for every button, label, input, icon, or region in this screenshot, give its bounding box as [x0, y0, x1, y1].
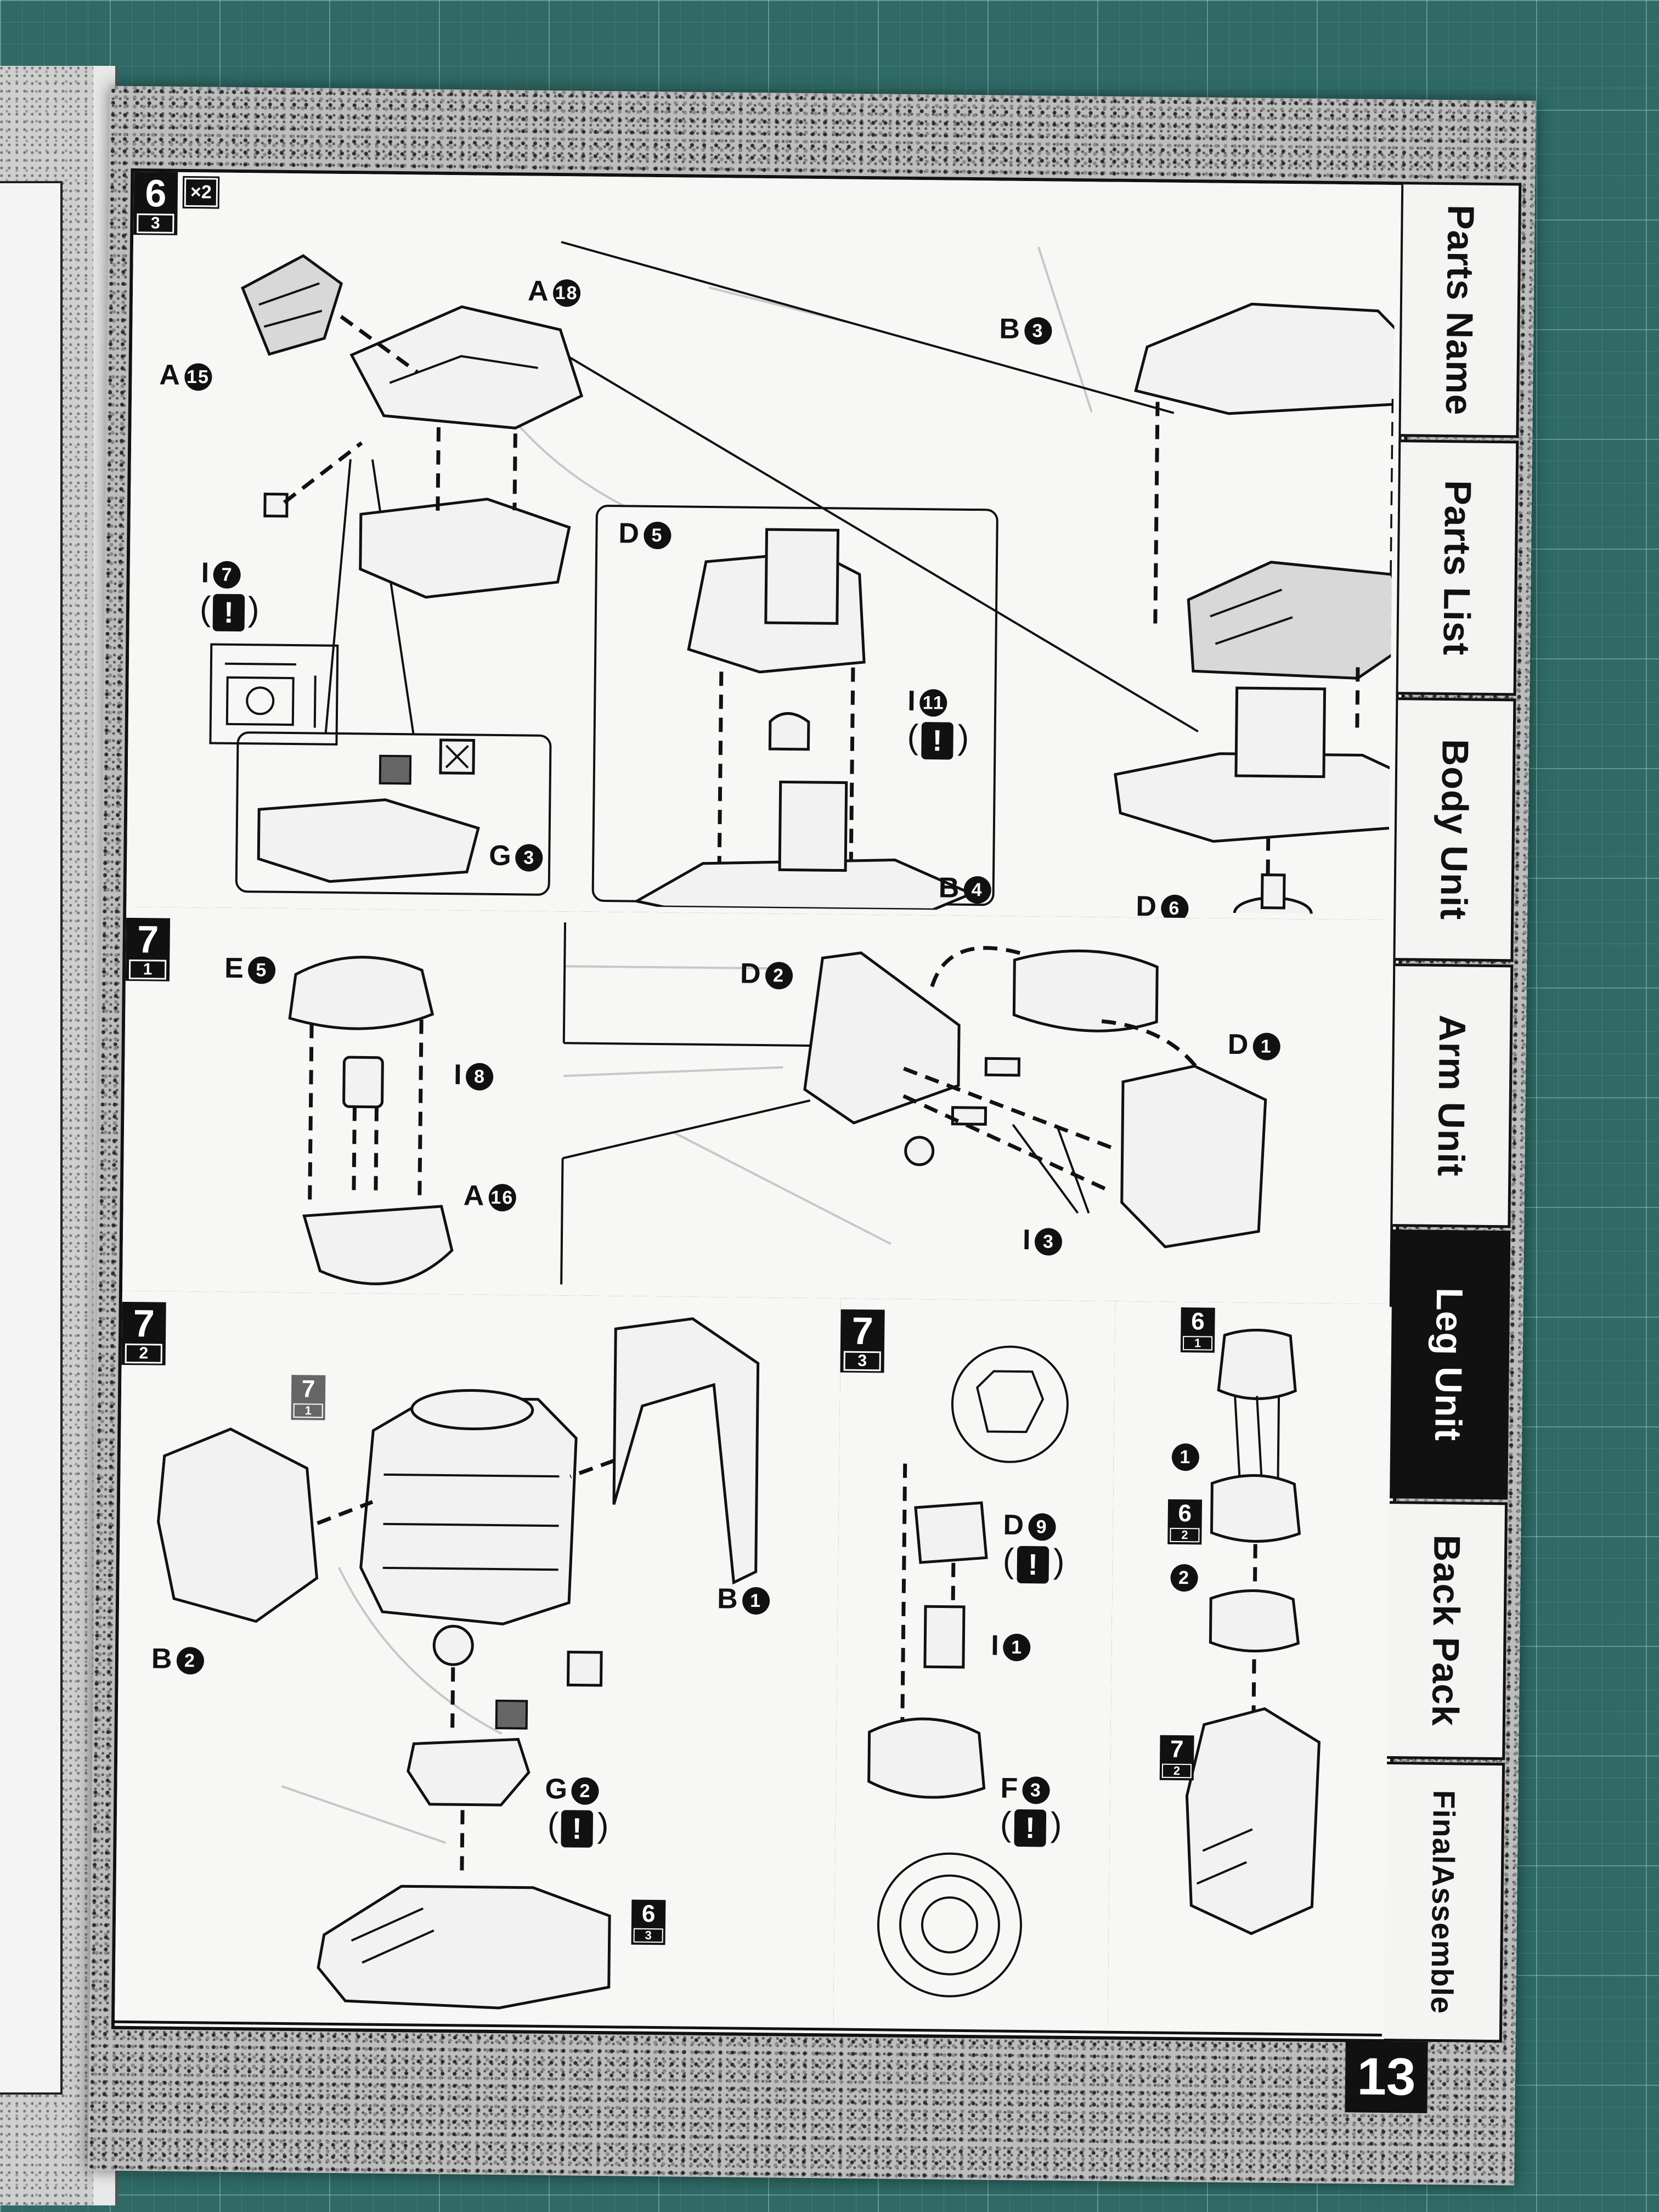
step-6-3-badge: 6 3	[133, 171, 178, 235]
part-i1	[923, 1605, 966, 1669]
step-6-3-illustration	[209, 241, 1396, 915]
step-number: 6	[145, 172, 167, 215]
part-b1	[612, 1317, 760, 1585]
part-i11	[768, 712, 810, 751]
part-a18	[349, 305, 584, 430]
part-a15	[240, 254, 343, 356]
measure-box	[209, 643, 339, 746]
part-a16	[302, 1205, 454, 1285]
section-tabs: Parts Name Parts List Body Unit Arm Unit…	[1384, 182, 1524, 2043]
leg-assembly	[1185, 1707, 1321, 1936]
detail-circle-bottom	[877, 1852, 1022, 1997]
part-b2	[157, 1427, 319, 1623]
part-knee-low	[1209, 1589, 1300, 1652]
tab-back-pack[interactable]: Back Pack	[1387, 1501, 1508, 1760]
left-page-panel	[0, 181, 63, 2095]
part-d9	[914, 1501, 988, 1564]
core-assembly	[359, 1397, 578, 1626]
tab-leg-unit[interactable]: Leg Unit	[1390, 1229, 1511, 1500]
cutter-icon	[566, 1650, 603, 1687]
part-f3	[867, 1717, 986, 1799]
part-i3-a	[984, 1057, 1021, 1077]
part-knee-top	[1217, 1329, 1297, 1400]
step-7-1-badge: 7 1	[125, 917, 171, 981]
tab-final-assemble[interactable]: FinalAssemble	[1384, 1762, 1505, 2043]
step-7-2-illustration	[157, 1317, 760, 2010]
part-knee-mid	[1210, 1474, 1301, 1543]
leg-final-illustration	[1185, 1329, 1321, 1936]
step-sub: 3	[137, 213, 174, 234]
part-i8	[342, 1056, 384, 1109]
warning-icon: !	[212, 594, 245, 632]
base-6-3	[317, 1884, 611, 2010]
step-7-3-illustration	[867, 1345, 1069, 1997]
tab-body-unit[interactable]: Body Unit	[1395, 697, 1516, 962]
warning-icon: !	[1014, 1809, 1047, 1847]
order-marker-1: 1	[1169, 1439, 1200, 1472]
detail-circle-top	[951, 1345, 1069, 1463]
warning-icon: !	[561, 1810, 594, 1848]
part-d1	[1120, 1064, 1267, 1249]
order-marker-2: 2	[1167, 1560, 1198, 1593]
warning-icon: !	[921, 722, 953, 760]
multiplier-badge: ×2	[182, 176, 219, 209]
detail-inset-frame	[235, 731, 552, 896]
step-7-2-badge: 7 2	[121, 1301, 166, 1365]
tab-parts-list[interactable]: Parts List	[1398, 439, 1519, 696]
step-7-3-badge: 7 3	[840, 1309, 885, 1373]
part-dome	[1012, 949, 1159, 1032]
part-b3	[1134, 302, 1396, 415]
part-e5	[288, 956, 435, 1030]
part-d2	[803, 951, 961, 1125]
part-g3	[257, 798, 480, 883]
step-7-1-illustration	[288, 922, 1267, 1285]
head-assembly	[1187, 561, 1396, 680]
part-i7	[263, 492, 289, 518]
page-number: 13	[1345, 2041, 1428, 2113]
tab-parts-name[interactable]: Parts Name	[1401, 182, 1522, 438]
part-g2	[407, 1737, 531, 1807]
warning-icon: !	[1017, 1545, 1049, 1584]
part-lower-ring	[359, 498, 571, 599]
tab-arm-unit[interactable]: Arm Unit	[1392, 963, 1514, 1228]
